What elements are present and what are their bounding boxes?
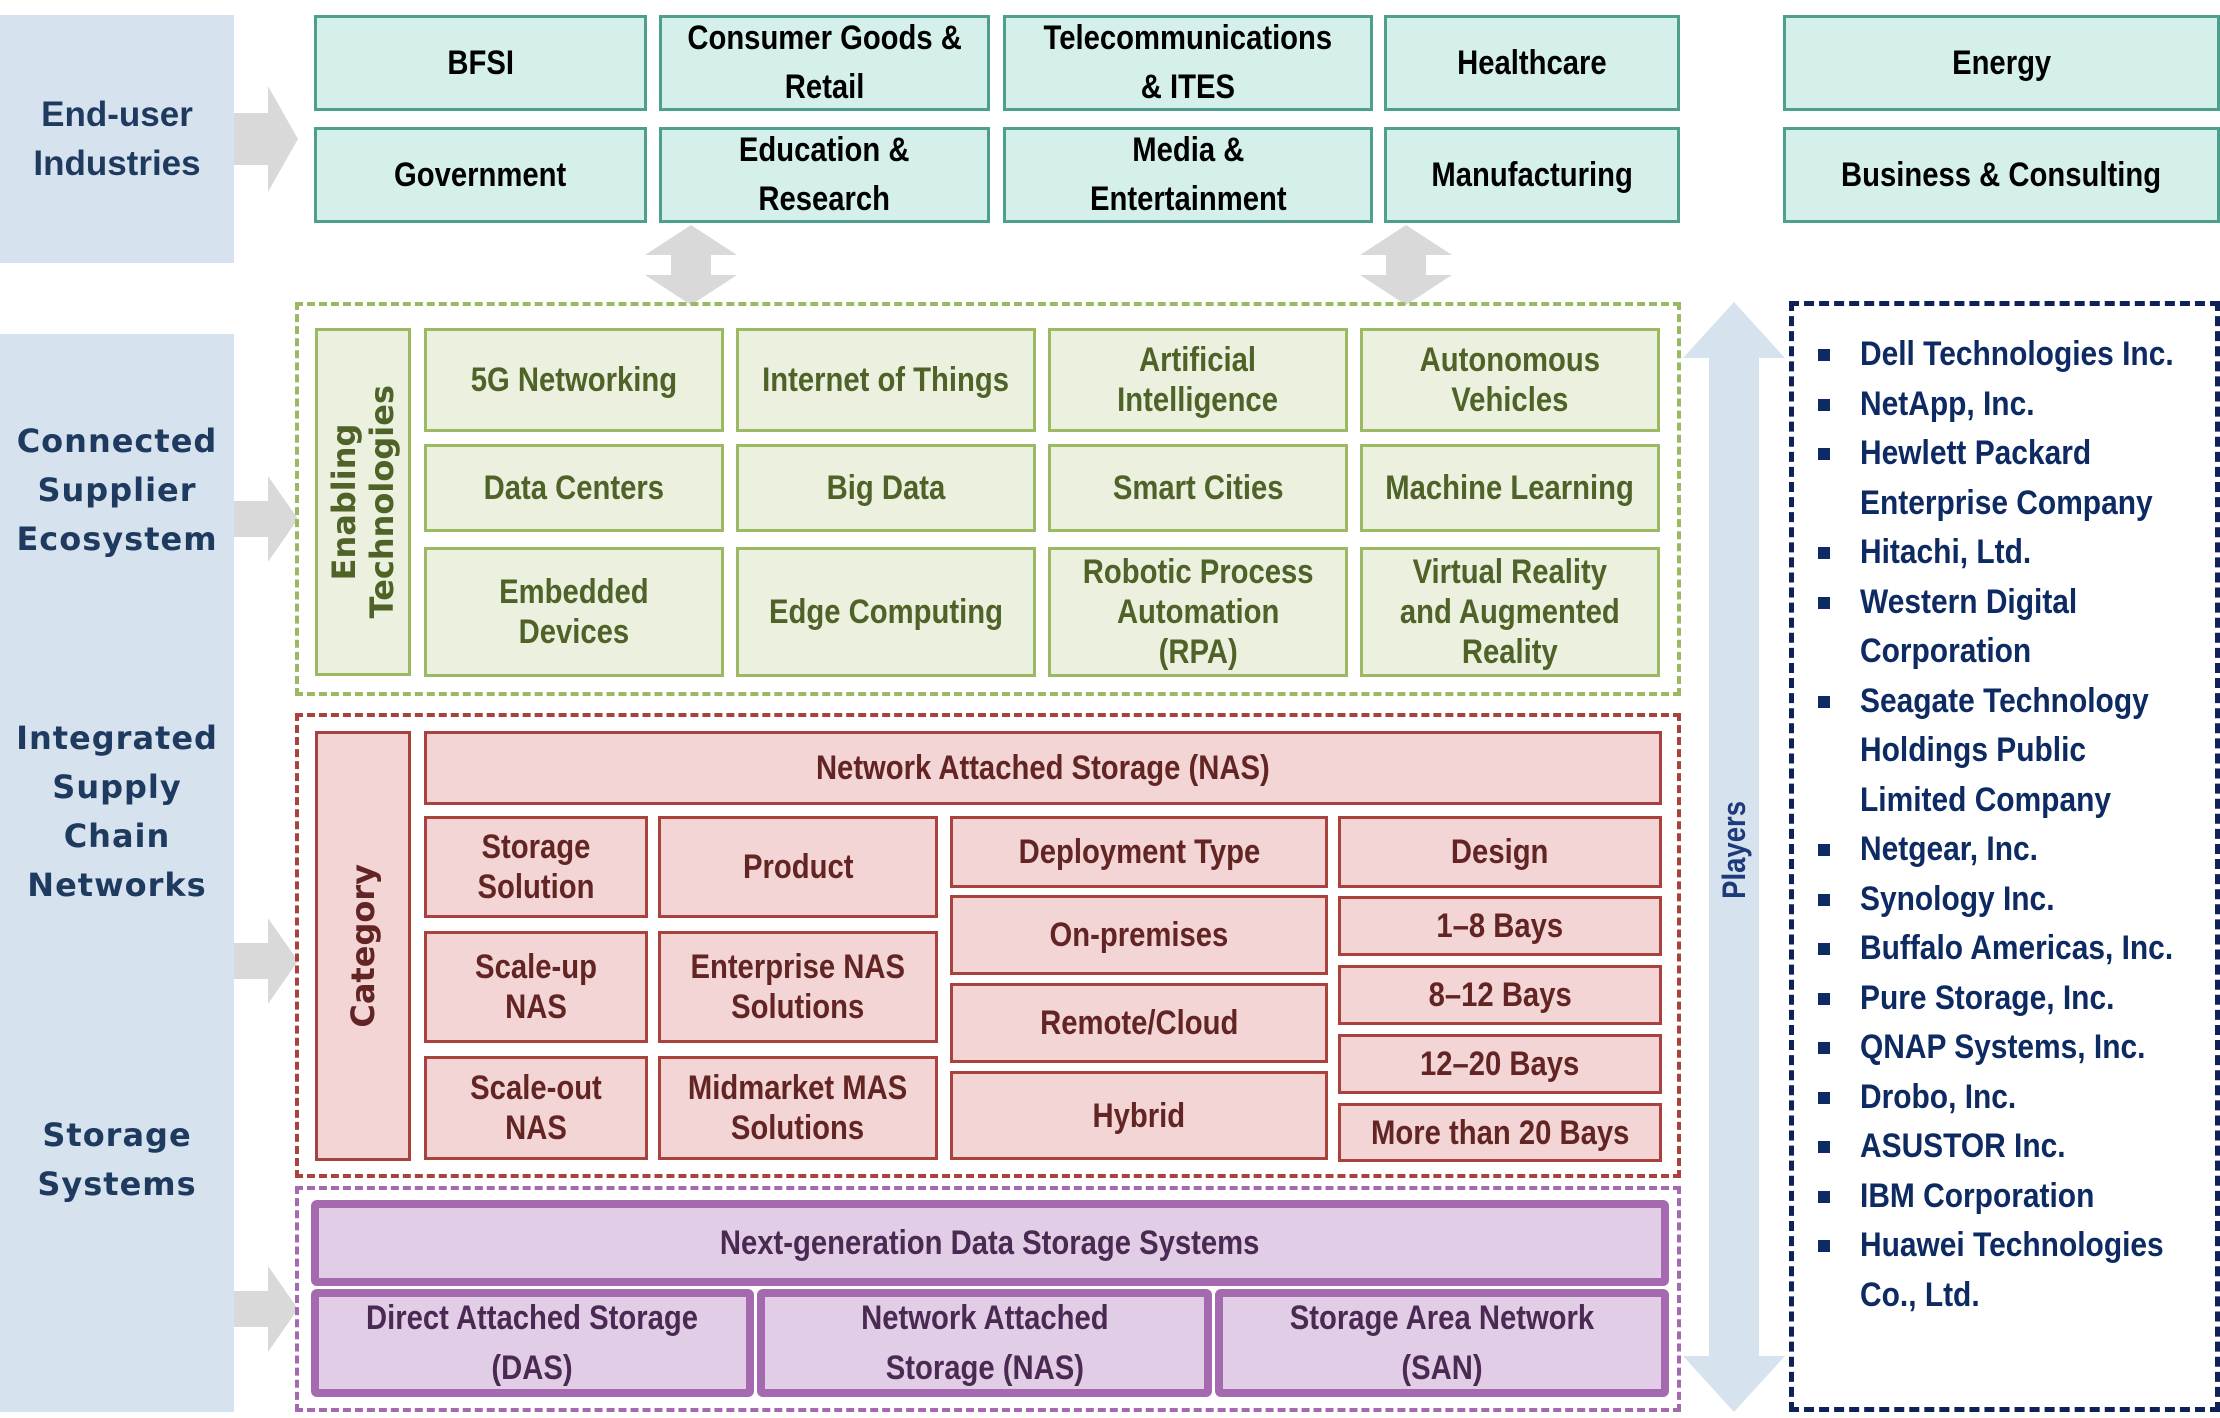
player-item: Netgear, Inc. [1800, 825, 2220, 875]
player-item: Dell Technologies Inc. [1800, 330, 2220, 380]
tech-artificial-intelligence: Artificial Intelligence [1048, 328, 1348, 432]
bullet-icon [1818, 992, 1830, 1005]
player-item: Western Digital Corporation [1800, 578, 2220, 677]
tech-machine-learning: Machine Learning [1360, 444, 1660, 532]
players-list: Dell Technologies Inc. NetApp, Inc. Hewl… [1800, 330, 2220, 1320]
player-item: IBM Corporation [1800, 1172, 2220, 1222]
bullet-icon [1818, 1091, 1830, 1104]
industry-energy: Energy [1783, 15, 2220, 111]
industry-media-entertainment: Media & Entertainment [1003, 127, 1373, 223]
category-label: Category [315, 731, 411, 1161]
tech-smart-cities: Smart Cities [1048, 444, 1348, 532]
design-more-than-20-bays: More than 20 Bays [1338, 1103, 1662, 1162]
arrow-right-icon [234, 476, 298, 562]
player-item: Synology Inc. [1800, 875, 2220, 925]
deployment-type-header: Deployment Type [950, 816, 1328, 888]
storage-solution-header: Storage Solution [424, 816, 648, 918]
tech-data-centers: Data Centers [424, 444, 724, 532]
connected-supplier-ecosystem-label: Connected Supplier Ecosystem [16, 421, 218, 558]
category-frame [295, 713, 1681, 1178]
bullet-icon [1818, 1240, 1830, 1252]
bullet-icon [1818, 349, 1830, 361]
scale-out-nas: Scale-out NAS [424, 1056, 648, 1160]
storage-nas: Network Attached Storage (NAS) [757, 1289, 1212, 1397]
bullet-icon [1818, 1190, 1830, 1203]
tech-5g-networking: 5G Networking [424, 328, 724, 432]
player-item: Pure Storage, Inc. [1800, 974, 2220, 1024]
double-arrow-vertical-icon [645, 225, 737, 305]
design-header: Design [1338, 816, 1662, 888]
industry-education-research: Education & Research [659, 127, 990, 223]
player-item: NetApp, Inc. [1800, 380, 2220, 430]
tech-robotic-process-automation: Robotic Process Automation (RPA) [1048, 547, 1348, 677]
double-arrow-vertical-icon [1360, 225, 1452, 305]
next-gen-storage-header: Next-generation Data Storage Systems [311, 1200, 1669, 1286]
enterprise-nas-solutions: Enterprise NAS Solutions [658, 931, 938, 1043]
deployment-hybrid: Hybrid [950, 1071, 1328, 1160]
arrow-right-icon [234, 1266, 298, 1352]
midmarket-mas-solutions: Midmarket MAS Solutions [658, 1056, 938, 1160]
storage-systems-label: Storage Systems [37, 1116, 197, 1203]
industry-consumer-goods-retail: Consumer Goods & Retail [659, 15, 990, 111]
design-8-12-bays: 8–12 Bays [1338, 965, 1662, 1025]
scale-up-nas: Scale-up NAS [424, 931, 648, 1043]
tech-big-data: Big Data [736, 444, 1036, 532]
storage-systems-frame [295, 1186, 1681, 1412]
arrow-right-icon [234, 86, 298, 192]
storage-san: Storage Area Network (SAN) [1215, 1289, 1669, 1397]
deployment-remote-cloud: Remote/Cloud [950, 983, 1328, 1063]
industry-manufacturing: Manufacturing [1384, 127, 1680, 223]
player-item: Seagate Technology Holdings Public Limit… [1800, 677, 2220, 826]
player-item: QNAP Systems, Inc. [1800, 1023, 2220, 1073]
tech-internet-of-things: Internet of Things [736, 328, 1036, 432]
enabling-technologies-frame [295, 302, 1681, 696]
ecosystem-panel [0, 334, 234, 1412]
bullet-icon [1818, 1141, 1830, 1153]
bullet-icon [1818, 1042, 1830, 1054]
end-user-industries-label: End-user Industries [33, 95, 201, 183]
deployment-on-premises: On-premises [950, 895, 1328, 975]
storage-das: Direct Attached Storage (DAS) [311, 1289, 754, 1397]
nas-header: Network Attached Storage (NAS) [424, 731, 1662, 805]
industry-healthcare: Healthcare [1384, 15, 1680, 111]
tech-autonomous-vehicles: Autonomous Vehicles [1360, 328, 1660, 432]
tech-edge-computing: Edge Computing [736, 547, 1036, 677]
enabling-technologies-label: Enabling Technologies [315, 328, 411, 676]
industry-business-consulting: Business & Consulting [1783, 127, 2220, 223]
design-1-8-bays: 1–8 Bays [1338, 896, 1662, 956]
player-item: Huawei Technologies Co., Ltd. [1800, 1221, 2220, 1320]
player-item: Hewlett Packard Enterprise Company [1800, 429, 2220, 528]
bullet-icon [1818, 893, 1830, 906]
arrow-right-icon [234, 918, 298, 1004]
industry-government: Government [314, 127, 647, 223]
design-12-20-bays: 12–20 Bays [1338, 1034, 1662, 1094]
player-item: ASUSTOR Inc. [1800, 1122, 2220, 1172]
bullet-icon [1818, 695, 1830, 708]
bullet-icon [1818, 398, 1830, 411]
integrated-supply-chain-label: Integrated Supply Chain Networks [16, 719, 218, 904]
player-item: Buffalo Americas, Inc. [1800, 924, 2220, 974]
players-double-arrow-icon [1683, 302, 1785, 1412]
bullet-icon [1818, 596, 1830, 609]
bullet-icon [1818, 844, 1830, 856]
bullet-icon [1818, 448, 1830, 460]
tech-virtual-augmented-reality: Virtual Reality and Augmented Reality [1360, 547, 1660, 677]
industry-bfsi: BFSI [314, 15, 647, 111]
players-label: Players [1715, 801, 1752, 899]
product-header: Product [658, 816, 938, 918]
bullet-icon [1818, 547, 1830, 559]
industry-telecommunications-ites: Telecommunications & ITES [1003, 15, 1373, 111]
players-list-frame [1789, 301, 2220, 1412]
player-item: Drobo, Inc. [1800, 1073, 2220, 1123]
tech-embedded-devices: Embedded Devices [424, 547, 724, 677]
end-user-panel [0, 15, 234, 263]
player-item: Hitachi, Ltd. [1800, 528, 2220, 578]
bullet-icon [1818, 943, 1830, 955]
